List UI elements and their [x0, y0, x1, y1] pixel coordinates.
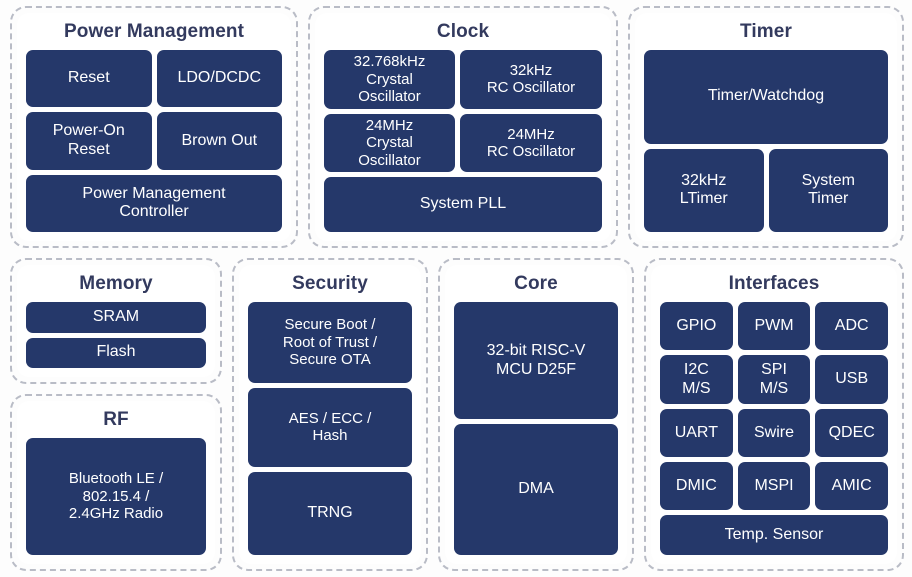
- block-32khz-rc-oscillator[interactable]: 32kHz RC Oscillator: [460, 50, 602, 109]
- group-title-clock: Clock: [436, 21, 490, 42]
- block-adc[interactable]: ADC: [815, 302, 889, 351]
- group-title-security: Security: [292, 273, 368, 294]
- core-block-grid: 32-bit RISC-V MCU D25F DMA: [454, 302, 618, 555]
- block-32-bit-risc-v-mcu-d25f[interactable]: 32-bit RISC-V MCU D25F: [454, 302, 618, 420]
- group-clock: Clock 32.768kHz Crystal Oscillator 32kHz…: [308, 6, 618, 248]
- timer-block-grid: Timer/Watchdog 32kHz LTimer System Timer: [644, 50, 888, 232]
- clock-row-1: 32.768kHz Crystal Oscillator 32kHz RC Os…: [324, 50, 602, 109]
- diagram-row-top: Power Management Reset LDO/DCDC Power-On…: [10, 6, 904, 248]
- power-management-row-2: Power-On Reset Brown Out: [26, 112, 282, 170]
- interfaces-row-2: I2C M/S SPI M/S USB: [660, 355, 889, 404]
- interfaces-row-4: DMIC MSPI AMIC: [660, 462, 889, 511]
- block-dmic[interactable]: DMIC: [660, 462, 733, 511]
- block-temp-sensor[interactable]: Temp. Sensor: [660, 515, 888, 556]
- block-power-management-controller[interactable]: Power Management Controller: [26, 174, 282, 232]
- block-flash[interactable]: Flash: [26, 337, 206, 368]
- group-title-memory: Memory: [79, 273, 153, 294]
- group-rf: RF Bluetooth LE / 802.15.4 / 2.4GHz Radi…: [10, 394, 222, 571]
- block-32khz-ltimer[interactable]: 32kHz LTimer: [644, 148, 764, 232]
- group-security: Security Secure Boot / Root of Trust / S…: [232, 258, 428, 571]
- interfaces-block-grid: GPIO PWM ADC I2C M/S SPI M/S USB UART Sw…: [660, 302, 889, 556]
- power-management-row-1: Reset LDO/DCDC: [26, 50, 282, 108]
- group-core: Core 32-bit RISC-V MCU D25F DMA: [438, 258, 634, 571]
- block-reset[interactable]: Reset: [26, 50, 152, 108]
- block-trng[interactable]: TRNG: [248, 472, 412, 555]
- group-timer-panel: Timer Timer/Watchdog 32kHz LTimer System…: [635, 13, 897, 241]
- block-32768khz-crystal-oscillator[interactable]: 32.768kHz Crystal Oscillator: [324, 50, 455, 109]
- interfaces-row-1: GPIO PWM ADC: [660, 302, 889, 351]
- block-bluetooth-le-802154-24ghz-radio[interactable]: Bluetooth LE / 802.15.4 / 2.4GHz Radio: [26, 438, 206, 555]
- block-24mhz-crystal-oscillator[interactable]: 24MHz Crystal Oscillator: [324, 113, 455, 173]
- clock-block-grid: 32.768kHz Crystal Oscillator 32kHz RC Os…: [324, 50, 602, 232]
- security-block-grid: Secure Boot / Root of Trust / Secure OTA…: [248, 302, 412, 555]
- block-mspi[interactable]: MSPI: [737, 462, 811, 511]
- clock-row-2: 24MHz Crystal Oscillator 24MHz RC Oscill…: [324, 113, 602, 173]
- group-title-rf: RF: [103, 409, 129, 430]
- interfaces-row-5: Temp. Sensor: [660, 515, 888, 556]
- block-secure-boot-root-of-trust-secure-ota[interactable]: Secure Boot / Root of Trust / Secure OTA: [248, 302, 412, 383]
- block-brown-out[interactable]: Brown Out: [156, 112, 282, 170]
- power-management-block-grid: Reset LDO/DCDC Power-On Reset Brown Out …: [26, 50, 282, 232]
- clock-row-3: System PLL: [324, 177, 602, 232]
- group-interfaces-panel: Interfaces GPIO PWM ADC I2C M/S SPI M/S …: [651, 265, 897, 564]
- block-ldo-dcdc[interactable]: LDO/DCDC: [156, 50, 282, 108]
- block-pwm[interactable]: PWM: [737, 302, 811, 351]
- block-amic[interactable]: AMIC: [815, 462, 889, 511]
- group-power-management: Power Management Reset LDO/DCDC Power-On…: [10, 6, 298, 248]
- power-management-row-3: Power Management Controller: [26, 174, 282, 232]
- diagram-row-bottom: Memory SRAM Flash RF Bluetooth LE / 802.…: [10, 258, 904, 571]
- group-interfaces: Interfaces GPIO PWM ADC I2C M/S SPI M/S …: [644, 258, 904, 571]
- block-24mhz-rc-oscillator[interactable]: 24MHz RC Oscillator: [460, 113, 602, 173]
- timer-row-2: 32kHz LTimer System Timer: [644, 148, 888, 232]
- block-timer-watchdog[interactable]: Timer/Watchdog: [644, 50, 888, 144]
- block-aes-ecc-hash[interactable]: AES / ECC / Hash: [248, 387, 412, 468]
- group-rf-panel: RF Bluetooth LE / 802.15.4 / 2.4GHz Radi…: [17, 401, 215, 564]
- block-i2c-ms[interactable]: I2C M/S: [660, 355, 733, 404]
- group-timer: Timer Timer/Watchdog 32kHz LTimer System…: [628, 6, 904, 248]
- timer-row-1: Timer/Watchdog: [644, 50, 888, 144]
- block-system-timer[interactable]: System Timer: [768, 148, 888, 232]
- group-title-timer: Timer: [740, 21, 792, 42]
- column-memory-rf: Memory SRAM Flash RF Bluetooth LE / 802.…: [10, 258, 222, 571]
- interfaces-row-3: UART Swire QDEC: [660, 408, 889, 458]
- memory-block-grid: SRAM Flash: [26, 302, 206, 368]
- block-gpio[interactable]: GPIO: [660, 302, 733, 351]
- block-uart[interactable]: UART: [660, 408, 733, 458]
- group-security-panel: Security Secure Boot / Root of Trust / S…: [239, 265, 421, 564]
- block-spi-ms[interactable]: SPI M/S: [737, 355, 811, 404]
- block-swire[interactable]: Swire: [737, 408, 811, 458]
- block-system-pll[interactable]: System PLL: [324, 177, 602, 232]
- group-title-interfaces: Interfaces: [728, 273, 820, 294]
- block-sram[interactable]: SRAM: [26, 302, 206, 333]
- block-dma[interactable]: DMA: [454, 424, 618, 555]
- group-memory-panel: Memory SRAM Flash: [17, 265, 215, 377]
- group-memory: Memory SRAM Flash: [10, 258, 222, 384]
- block-qdec[interactable]: QDEC: [815, 408, 889, 458]
- block-power-on-reset[interactable]: Power-On Reset: [26, 112, 152, 170]
- rf-block-grid: Bluetooth LE / 802.15.4 / 2.4GHz Radio: [26, 438, 206, 555]
- group-title-core: Core: [514, 273, 558, 294]
- group-power-management-panel: Power Management Reset LDO/DCDC Power-On…: [17, 13, 291, 241]
- group-core-panel: Core 32-bit RISC-V MCU D25F DMA: [445, 265, 627, 564]
- block-usb[interactable]: USB: [815, 355, 889, 404]
- group-clock-panel: Clock 32.768kHz Crystal Oscillator 32kHz…: [315, 13, 611, 241]
- group-title-power-management: Power Management: [63, 21, 245, 42]
